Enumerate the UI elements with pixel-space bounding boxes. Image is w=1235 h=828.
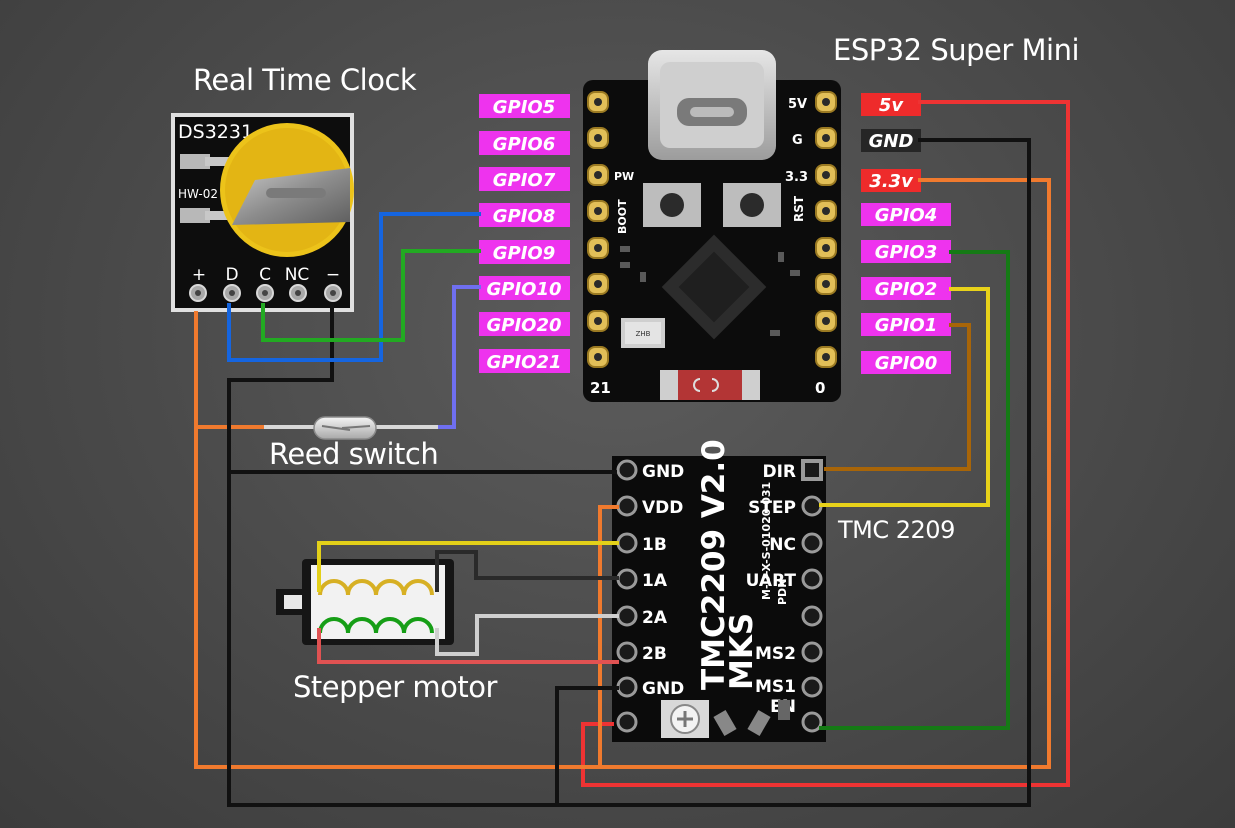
tmc-label-step: STEP bbox=[748, 498, 796, 518]
tmc-pin-en bbox=[801, 711, 823, 733]
wire-motor-1b bbox=[317, 541, 619, 592]
pin-tag-gpio21: GPIO21 bbox=[486, 352, 561, 373]
esp32-left-pin-tags: GPIO5 GPIO6 GPIO7 GPIO8 GPIO9 GPIO10 GPI… bbox=[479, 94, 570, 373]
stepper-motor-caption: Stepper motor bbox=[293, 670, 498, 704]
tmc-label-gnd-bottom: GND bbox=[642, 679, 684, 699]
wire-gnd-tmc-bottom bbox=[555, 686, 619, 807]
tmc-pin-pdn bbox=[801, 605, 823, 627]
tmc-label-2a: 2A bbox=[642, 608, 668, 628]
reed-switch bbox=[262, 416, 440, 440]
rtc-module: DS3231 HW-02 + D C NC − bbox=[171, 113, 354, 312]
rtc-title: Real Time Clock bbox=[193, 63, 417, 97]
tmc-label-uart: UART bbox=[746, 571, 797, 591]
tmc-brand: MKS bbox=[724, 613, 760, 690]
stepper-motor bbox=[276, 559, 454, 645]
wire-3v3-vdd bbox=[598, 505, 619, 769]
tmc-label-2b: 2B bbox=[642, 644, 667, 664]
pin-tag-gpio20: GPIO20 bbox=[486, 315, 561, 336]
tmc2209-title: TMC 2209 bbox=[837, 516, 955, 544]
pin-tag-gpio6: GPIO6 bbox=[493, 134, 556, 155]
rtc-pin-label-4: − bbox=[326, 265, 340, 285]
wire-gnd bbox=[227, 138, 1031, 807]
tmc-label-ms2: MS2 bbox=[755, 644, 796, 664]
pin-tag-gpio4: GPIO4 bbox=[875, 205, 938, 226]
wire-gpio1-dir bbox=[824, 323, 971, 471]
wire-3v3 bbox=[194, 178, 1051, 769]
rtc-submodel-label: HW-02 bbox=[178, 187, 218, 201]
esp-silk-boot: BOOT bbox=[616, 199, 629, 234]
esp32-right-pin-tags: 5v GND 3.3v GPIO4 GPIO3 GPIO2 GPIO1 GPIO… bbox=[861, 93, 951, 374]
wire-motor-2a bbox=[435, 614, 619, 656]
rtc-pin-label-1: D bbox=[225, 265, 238, 285]
pin-tag-gpio2: GPIO2 bbox=[875, 279, 938, 300]
wire-gpio10-reed bbox=[438, 285, 481, 429]
tmc-label-gnd-top: GND bbox=[642, 462, 684, 482]
esp32-title: ESP32 Super Mini bbox=[833, 33, 1079, 67]
tmc-label-vdd: VDD bbox=[642, 498, 683, 518]
wire-gpio8-sda bbox=[227, 212, 481, 362]
esp32-board: 5V G 3.3 RST PW BOOT 21 0 ZHB bbox=[583, 50, 841, 402]
wire-5v bbox=[581, 100, 1070, 787]
tmc-label-1a: 1A bbox=[642, 571, 668, 591]
tmc-label-ms1: MS1 bbox=[755, 677, 796, 697]
tmc-pin-nc bbox=[801, 532, 823, 554]
wire-gpio3-en bbox=[819, 250, 1010, 730]
pin-tag-gpio8: GPIO8 bbox=[493, 206, 556, 227]
pin-tag-gpio7: GPIO7 bbox=[493, 170, 556, 191]
wire-gpio2-step bbox=[819, 287, 990, 507]
esp-silk-3v3: 3.3 bbox=[785, 170, 808, 185]
wires bbox=[194, 100, 1070, 807]
pin-tag-gpio5: GPIO5 bbox=[493, 97, 556, 118]
rtc-pin-label-3: NC bbox=[285, 265, 310, 285]
esp-silk-g: G bbox=[792, 133, 803, 148]
tmc-pin-gnd-top bbox=[616, 459, 638, 481]
tmc-label-nc: NC bbox=[769, 535, 796, 555]
rtc-pin-label-0: + bbox=[192, 265, 206, 285]
tmc-label-dir: DIR bbox=[762, 462, 796, 482]
wire-motor-1a bbox=[435, 550, 619, 592]
esp-silk-pw: PW bbox=[614, 170, 634, 183]
motor-coil-b bbox=[318, 617, 434, 634]
tmc-pin-1a bbox=[616, 568, 638, 590]
rtc-pad-bottom bbox=[180, 208, 210, 223]
tmc-pin-2a bbox=[616, 605, 638, 627]
rtc-pin-label-2: C bbox=[259, 265, 271, 285]
rtc-model-label: DS3231 bbox=[178, 121, 253, 143]
rtc-pad-top bbox=[180, 154, 210, 169]
esp-silk-0: 0 bbox=[815, 379, 825, 397]
reed-switch-caption: Reed switch bbox=[269, 437, 438, 471]
wire-gpio9-scl bbox=[261, 249, 481, 342]
tmc2209-driver: GND VDD 1B 1A 2A 2B GND DIR STEP NC UART… bbox=[612, 439, 826, 742]
tmc-part-code: M-D-X-S-01020 031 bbox=[760, 482, 773, 600]
esp-silk-rst: RST bbox=[792, 195, 806, 222]
tmc-pin-ms1 bbox=[801, 676, 823, 698]
tmc-pin-vdd bbox=[616, 495, 638, 517]
pin-tag-gpio3: GPIO3 bbox=[875, 242, 938, 263]
tmc-pin-1b bbox=[616, 532, 638, 554]
pin-tag-gpio0: GPIO0 bbox=[875, 353, 938, 374]
tmc-pin-ms2 bbox=[801, 641, 823, 663]
pin-tag-gpio1: GPIO1 bbox=[875, 315, 938, 336]
crystal-label: ZHB bbox=[636, 330, 651, 338]
pin-tag-gpio9: GPIO9 bbox=[493, 243, 556, 264]
pin-tag-3v3: 3.3v bbox=[869, 171, 914, 192]
tmc-pin-step bbox=[801, 495, 823, 517]
esp-silk-5v: 5V bbox=[788, 97, 807, 112]
pin-tag-5v: 5v bbox=[879, 95, 905, 116]
tmc-board-text: TMC2209 V2.0 bbox=[696, 439, 732, 690]
pin-tag-gpio10: GPIO10 bbox=[486, 279, 561, 300]
esp-silk-21: 21 bbox=[590, 379, 611, 397]
tmc-pin-uart bbox=[801, 568, 823, 590]
motor-coil-a bbox=[318, 579, 434, 596]
tmc-label-1b: 1B bbox=[642, 535, 667, 555]
tmc-pin-gnd-bottom bbox=[616, 676, 638, 698]
pin-tag-gnd: GND bbox=[869, 131, 914, 152]
tmc-pin-2b bbox=[616, 641, 638, 663]
wire-motor-2b bbox=[317, 628, 619, 664]
tmc-label-pdn: PDN bbox=[776, 579, 789, 605]
